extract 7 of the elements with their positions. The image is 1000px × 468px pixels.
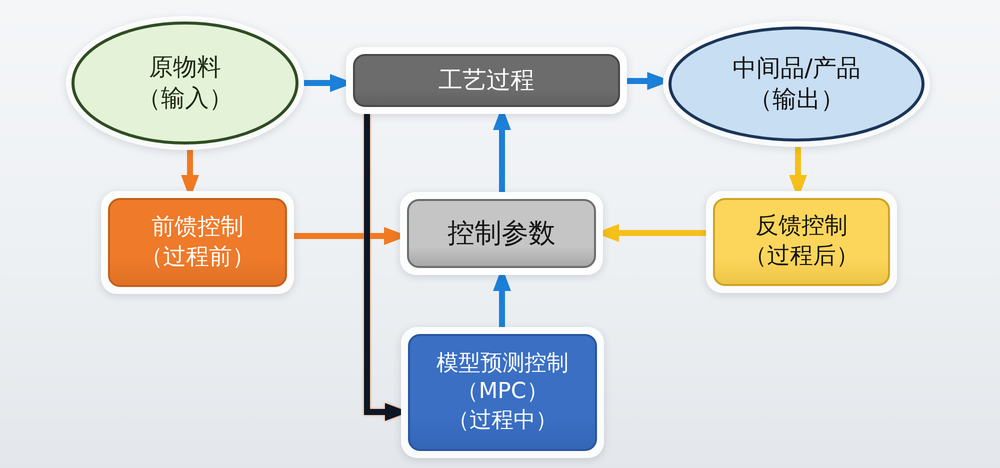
process-box: 工艺过程 [346, 47, 627, 114]
ellipse-node: 中间品/产品（输出） [663, 21, 930, 147]
process-box: 模型预测控制（MPC）（过程中） [401, 327, 604, 458]
process-box: 控制参数 [400, 192, 603, 275]
ellipse-node: 原物料（输入） [66, 16, 304, 150]
process-box: 前馈控制（过程前） [101, 191, 294, 294]
process-box: 反馈控制（过程后） [706, 191, 897, 293]
